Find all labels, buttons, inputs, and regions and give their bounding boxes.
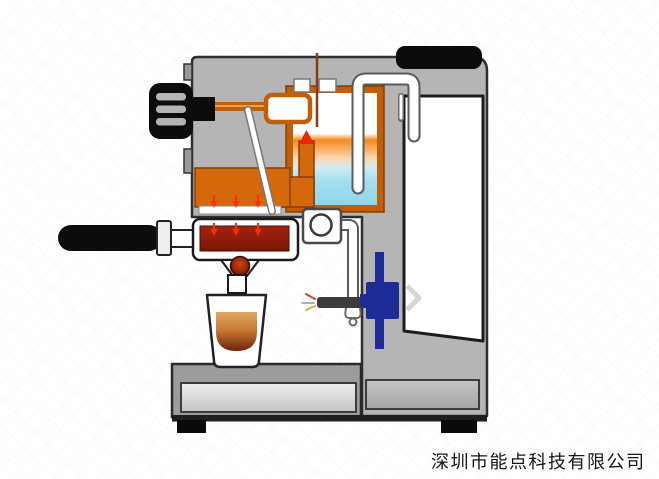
steam-valve-body [263, 92, 313, 125]
pump [360, 252, 399, 349]
spout [227, 274, 247, 294]
machine-foot [177, 420, 206, 433]
company-name: 深圳市能点科技有限公司 [431, 452, 646, 473]
lid-fitting [293, 78, 311, 93]
steam-spray [301, 293, 316, 311]
water-flow-arrow [405, 284, 422, 312]
tank-cap [396, 46, 482, 69]
coffee-drop [229, 255, 251, 277]
puck-flow-arrows [210, 223, 262, 236]
handle-neck [170, 229, 195, 248]
lid-fitting [318, 78, 337, 93]
riser-flow-arrow [299, 130, 314, 144]
nozzle-tip [348, 317, 358, 327]
portafilter-handle [58, 225, 162, 251]
water-tank [402, 94, 485, 343]
espresso-coffee [216, 312, 257, 351]
steam-knob-ridges [156, 93, 186, 126]
dip-tube [353, 74, 419, 193]
brew-flow-arrows [210, 195, 262, 208]
handle-collar [156, 220, 172, 256]
lever-rod [245, 107, 275, 214]
shower-screen [198, 205, 282, 215]
steam-wand [317, 297, 373, 308]
valve-wheel [309, 213, 333, 237]
body-side-tab [183, 148, 193, 174]
valve-down-pipe [336, 221, 357, 307]
heating-element [194, 167, 291, 208]
base-bottom-band [172, 415, 487, 422]
base-right-panel [365, 379, 480, 410]
machine-foot [441, 420, 477, 433]
steam-knob-shaft [190, 97, 215, 121]
body-side-tab [183, 63, 193, 81]
drip-tray-front-panel [180, 382, 357, 413]
